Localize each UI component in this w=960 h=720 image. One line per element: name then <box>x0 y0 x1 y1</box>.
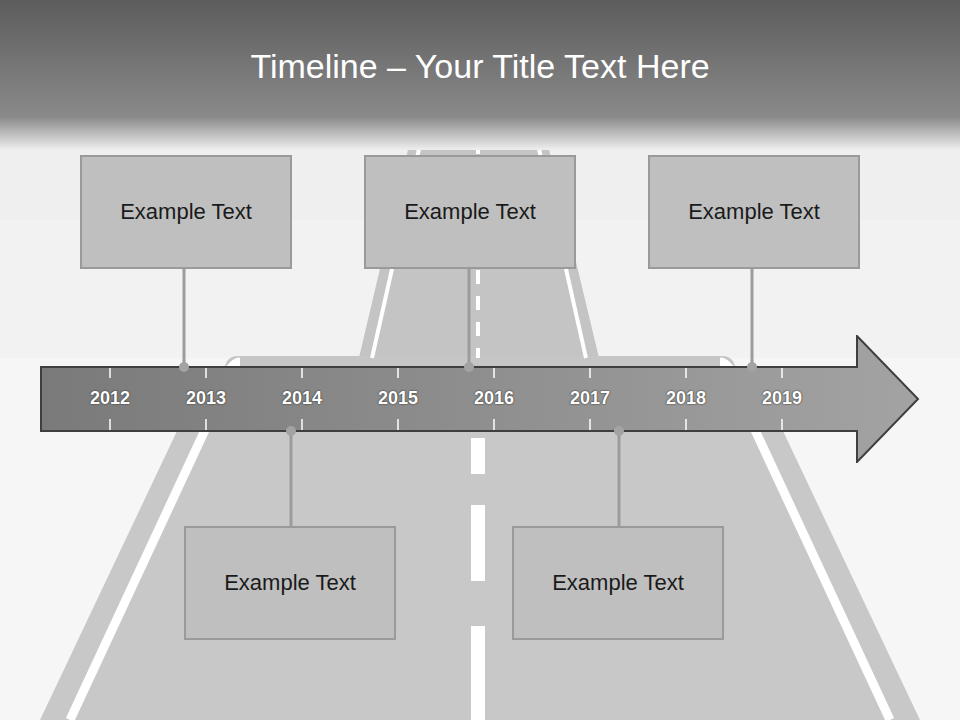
leader-dot <box>179 362 189 372</box>
year-tick <box>493 419 495 430</box>
leader-dot <box>747 362 757 372</box>
year-tick <box>685 419 687 430</box>
event-text: Example Text <box>224 570 356 596</box>
year-label: 2013 <box>186 388 226 410</box>
year-tick <box>589 419 591 430</box>
year-label: 2014 <box>282 388 322 410</box>
year-label: 2018 <box>666 388 706 410</box>
year-tick <box>397 368 399 378</box>
year-label: 2015 <box>378 388 418 410</box>
arrow-outline <box>41 336 918 462</box>
year-tick <box>781 419 783 430</box>
year-tick <box>685 368 687 378</box>
leader-dot <box>286 426 296 436</box>
year-tick <box>589 368 591 378</box>
leader-dot <box>614 426 624 436</box>
event-box: Example Text <box>80 155 292 269</box>
far-road <box>358 120 600 362</box>
event-text: Example Text <box>552 570 684 596</box>
timeline-arrow: 2012 2013 2014 2015 2016 2017 2018 2019 <box>40 335 920 463</box>
year-label: 2012 <box>90 388 130 410</box>
road-dash <box>471 438 485 474</box>
year-tick <box>205 368 207 378</box>
road-dash <box>471 505 485 581</box>
year-label: 2017 <box>570 388 610 410</box>
leader-dot <box>464 362 474 372</box>
year-tick <box>205 419 207 430</box>
year-tick <box>301 368 303 378</box>
year-tick <box>493 368 495 378</box>
year-tick <box>397 419 399 430</box>
leader-line <box>468 269 471 367</box>
road-dash <box>471 626 485 720</box>
leader-line <box>618 431 621 526</box>
year-label: 2019 <box>762 388 802 410</box>
event-text: Example Text <box>404 199 536 225</box>
slide-title: Timeline – Your Title Text Here <box>0 46 960 87</box>
leader-line <box>290 431 293 526</box>
year-label: 2016 <box>474 388 514 410</box>
event-box: Example Text <box>364 155 576 269</box>
header-band <box>0 0 960 150</box>
year-tick <box>109 368 111 378</box>
event-box: Example Text <box>512 526 724 640</box>
event-box: Example Text <box>184 526 396 640</box>
event-box: Example Text <box>648 155 860 269</box>
leader-line <box>183 269 186 367</box>
year-tick <box>301 419 303 430</box>
event-text: Example Text <box>120 199 252 225</box>
year-tick <box>781 368 783 378</box>
leader-line <box>751 269 754 367</box>
event-text: Example Text <box>688 199 820 225</box>
year-tick <box>109 419 111 430</box>
